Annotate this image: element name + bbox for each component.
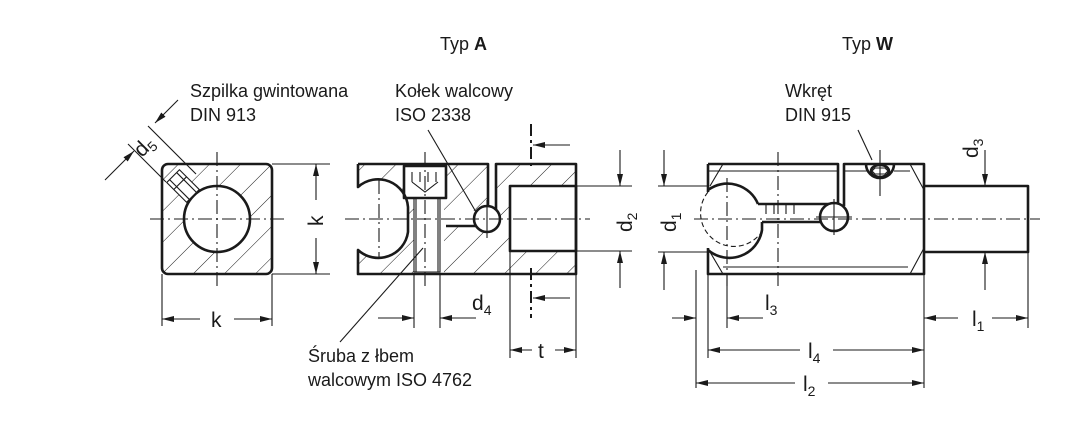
- dim-l2: l2: [803, 373, 816, 399]
- dim-d5: d5: [129, 131, 161, 163]
- set-screw-icon: [165, 168, 201, 204]
- dim-k-horizontal: k: [211, 309, 222, 332]
- callout-dowel-pin: Kołek walcowy ISO 2338: [395, 81, 513, 125]
- dim-d3: d3: [960, 138, 986, 158]
- svg-text:Śruba z łbem: Śruba z łbem: [308, 345, 414, 366]
- svg-text:walcowym ISO 4762: walcowym ISO 4762: [307, 370, 472, 390]
- callout-set-screw: Szpilka gwintowana DIN 913: [190, 81, 349, 125]
- dim-l4: l4: [808, 340, 821, 366]
- title-type-w: Typ W: [842, 34, 893, 54]
- shaft-bore: [508, 184, 578, 253]
- dim-d2: d2: [614, 212, 640, 232]
- dim-k-vertical: k: [305, 215, 328, 226]
- svg-text:Kołek walcowy: Kołek walcowy: [395, 81, 513, 101]
- title-type-a: Typ A: [440, 34, 487, 54]
- dim-d4: d4: [472, 292, 492, 318]
- svg-text:Wkręt: Wkręt: [785, 81, 832, 101]
- dim-l1: l1: [972, 308, 985, 334]
- callout-screw-w: Wkręt DIN 915: [785, 81, 851, 125]
- dim-t: t: [538, 340, 544, 363]
- shaft-outline: [924, 184, 1030, 254]
- type-w-view: d1 d3 l3 l1 l4 l2: [658, 129, 1040, 399]
- svg-text:DIN 915: DIN 915: [785, 105, 851, 125]
- type-a-section-view: d4 d2 t: [339, 124, 640, 363]
- dim-l3: l3: [765, 292, 778, 318]
- svg-text:Szpilka gwintowana: Szpilka gwintowana: [190, 81, 349, 101]
- svg-text:DIN 913: DIN 913: [190, 105, 256, 125]
- square-section-view: d5 k k: [104, 99, 330, 332]
- dim-d1: d1: [658, 212, 684, 232]
- svg-text:ISO 2338: ISO 2338: [395, 105, 471, 125]
- callout-cap-screw: Śruba z łbem walcowym ISO 4762: [307, 345, 472, 390]
